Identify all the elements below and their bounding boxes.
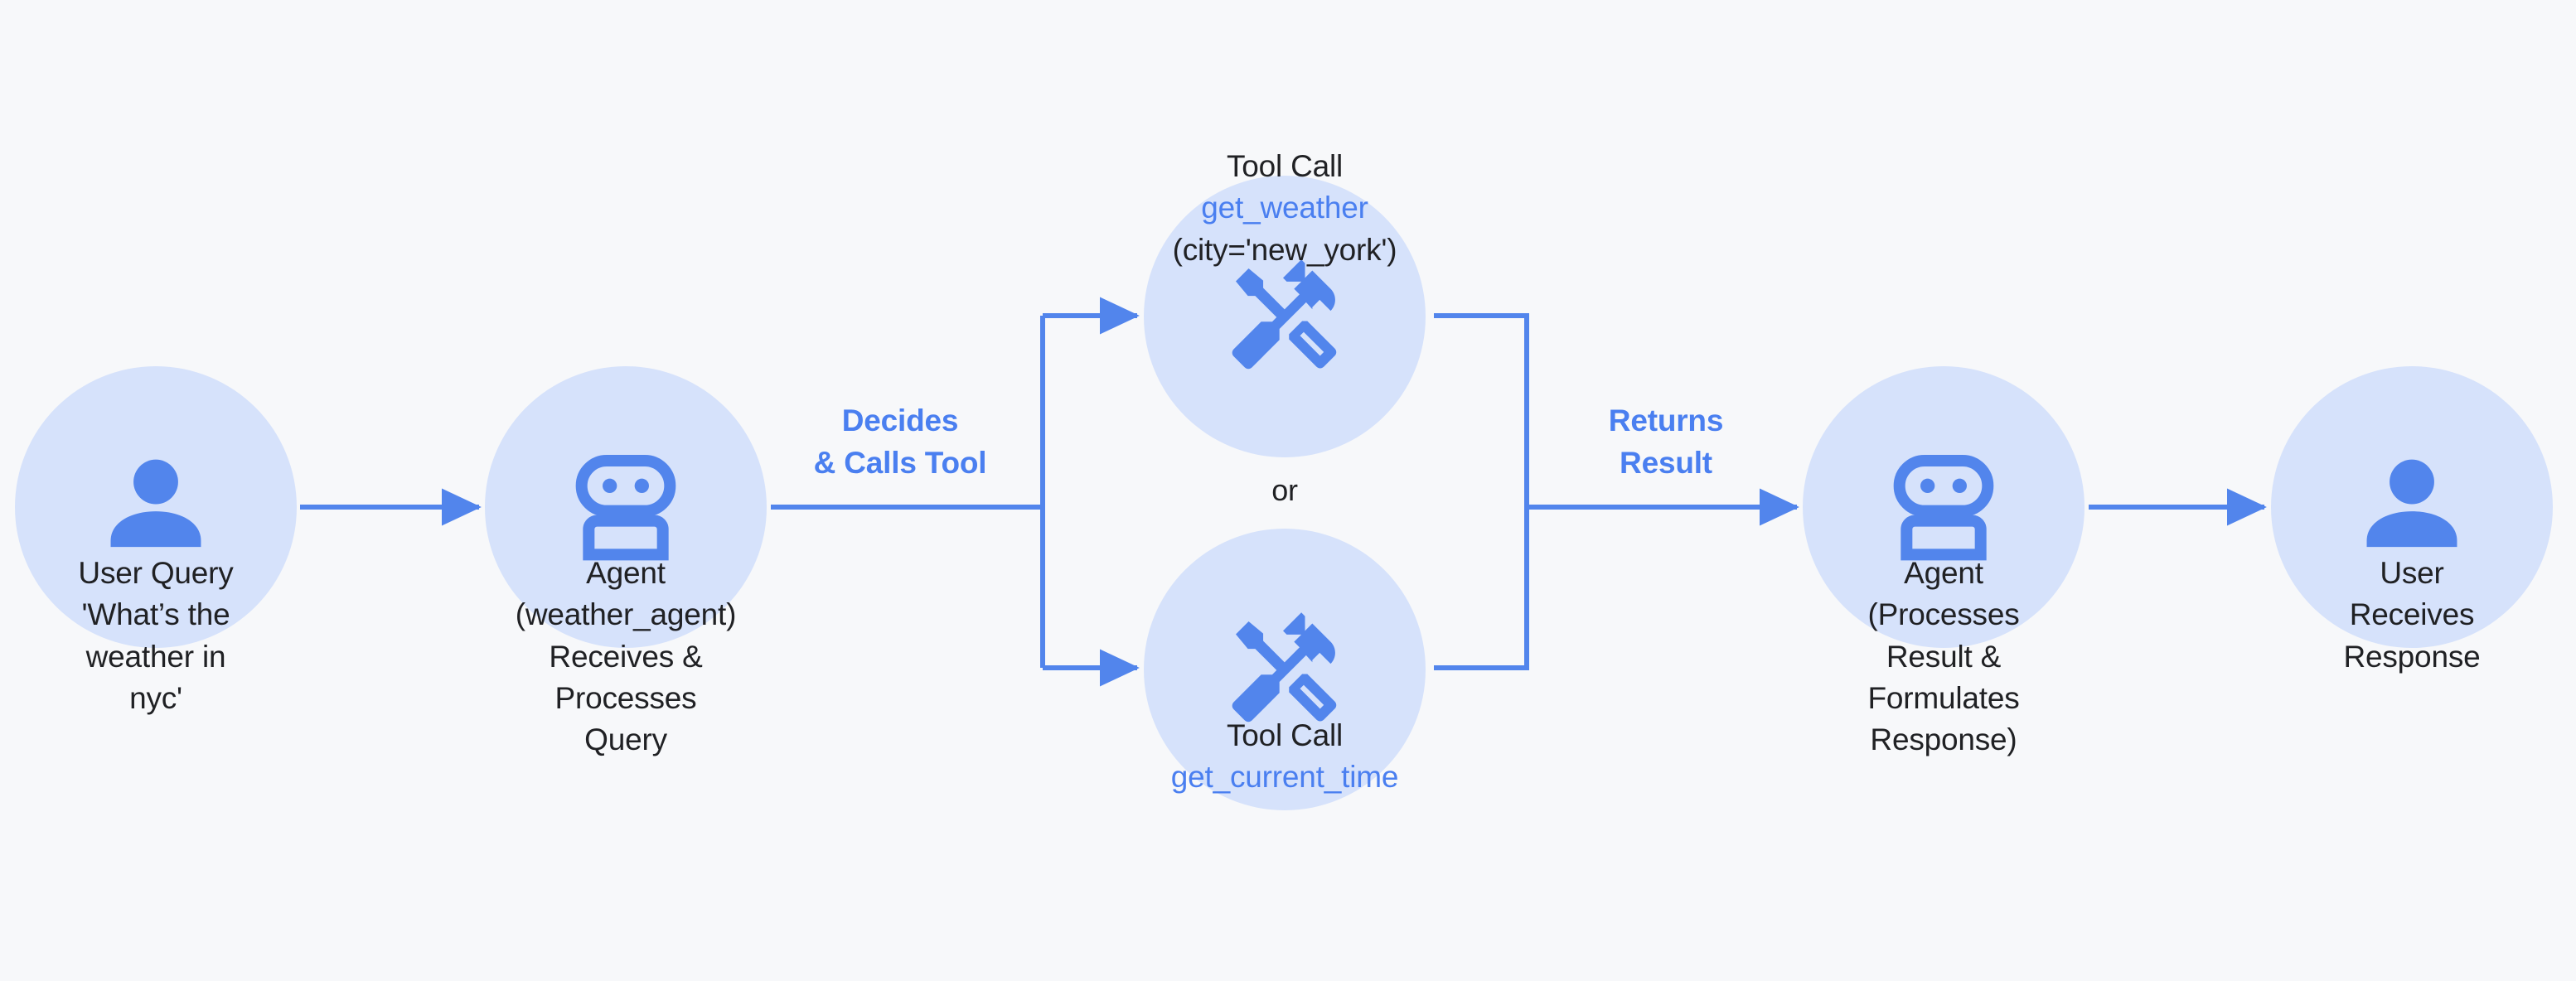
user-query-bubble	[15, 366, 297, 648]
tool-top-caption: Tool Call get_weather (city='new_york')	[1173, 146, 1397, 271]
person-icon	[2349, 444, 2475, 570]
robot-icon	[559, 441, 692, 573]
tool-bottom-label: Tool Call	[1226, 718, 1344, 752]
user-response-caption: User Receives Response	[2343, 556, 2481, 674]
handyman-tools-icon	[1223, 254, 1347, 379]
agent-processes-bubble	[1803, 366, 2085, 648]
person-icon	[93, 444, 219, 570]
node-agent-receives[interactable]: Agent (weather_agent) Receives & Process…	[460, 366, 792, 756]
user-query-caption: User Query 'What’s the weather in nyc'	[78, 556, 234, 715]
node-user-query[interactable]: User Query 'What’s the weather in nyc'	[0, 366, 313, 715]
handyman-tools-icon	[1223, 607, 1347, 732]
robot-icon	[1877, 441, 2010, 573]
node-tool-bottom[interactable]: Tool Call get_current_time	[1077, 529, 1492, 810]
agent-receives-caption: Agent (weather_agent) Receives & Process…	[515, 556, 737, 757]
node-agent-processes[interactable]: Agent (Processes Result & Formulates Res…	[1778, 366, 2109, 756]
tool-top-arguments: (city='new_york')	[1172, 232, 1397, 267]
edge-label-decides-calls-tool: Decides & Calls Tool	[813, 403, 987, 480]
tool-top-label: Tool Call	[1226, 149, 1344, 184]
user-response-bubble	[2271, 366, 2553, 648]
tool-bottom-function-name: get_current_time	[1170, 760, 1399, 795]
agent-processes-caption: Agent (Processes Result & Formulates Res…	[1867, 556, 2020, 757]
node-tool-top[interactable]: Tool Call get_weather (city='new_york')	[1077, 149, 1492, 457]
tool-top-function-name: get_weather	[1201, 191, 1368, 225]
branch-or-label: or	[1271, 473, 1298, 507]
node-user-response[interactable]: User Receives Response	[2246, 366, 2576, 674]
tool-top-bubble	[1144, 176, 1426, 457]
agent-receives-bubble	[485, 366, 767, 648]
edge-label-returns-result: Returns Result	[1608, 403, 1724, 480]
tool-bottom-bubble	[1144, 529, 1426, 810]
tool-bottom-caption: Tool Call get_current_time	[1170, 715, 1399, 799]
